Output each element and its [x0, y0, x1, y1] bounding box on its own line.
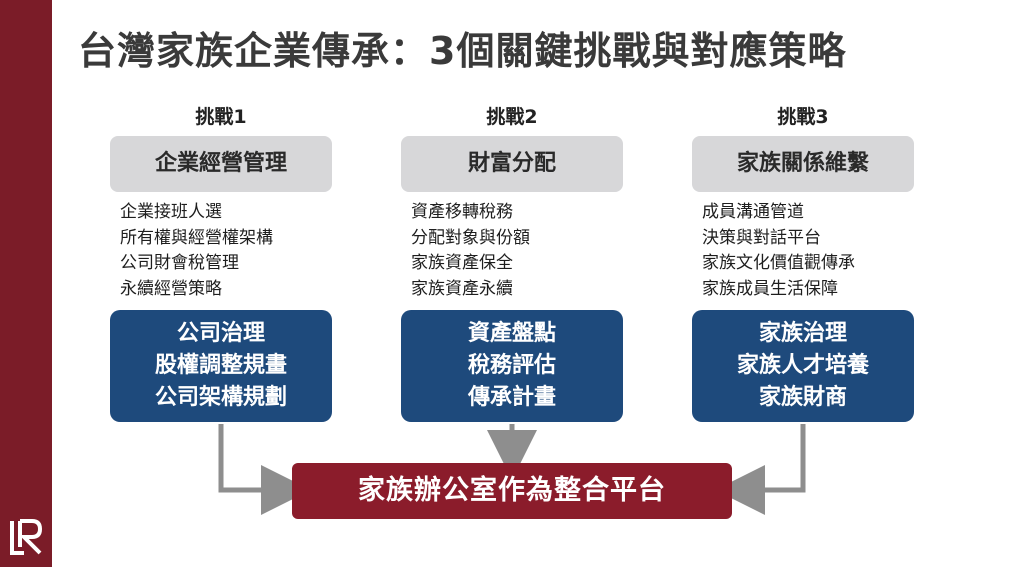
challenge-label: 挑戰3: [777, 106, 829, 128]
category-box: 企業經營管理: [110, 136, 332, 192]
issue-item: 家族資產永續: [411, 278, 513, 299]
issue-item: 家族文化價值觀傳承: [702, 253, 855, 273]
integration-platform-box: 家族辦公室作為整合平台: [292, 463, 732, 519]
issue-item: 家族資產保全: [411, 253, 513, 273]
challenge-column-2: 挑戰2 財富分配 資產移轉稅務 分配對象與份額 家族資產保全 家族資產永續 資產…: [401, 102, 623, 422]
solution-item: 資產盤點: [467, 321, 556, 346]
solution-item: 家族治理: [758, 321, 847, 346]
solution-item: 股權調整規畫: [154, 353, 287, 378]
brand-sidebar: [0, 0, 52, 567]
solution-box: 公司治理 股權調整規畫 公司架構規劃: [110, 310, 332, 422]
solution-item: 公司架構規劃: [154, 385, 287, 410]
issue-item: 資產移轉稅務: [411, 202, 513, 222]
issue-item: 企業接班人選: [120, 202, 222, 222]
issue-item: 家族成員生活保障: [702, 278, 838, 299]
issue-item: 成員溝通管道: [702, 202, 804, 222]
solution-item: 家族人才培養: [736, 353, 869, 378]
challenge-column-3: 挑戰3 家族關係維繫 成員溝通管道 決策與對話平台 家族文化價值觀傳承 家族成員…: [692, 102, 914, 422]
category-box: 財富分配: [401, 136, 623, 192]
solution-item: 稅務評估: [467, 353, 556, 378]
challenge-label: 挑戰2: [486, 106, 538, 128]
issue-list: 成員溝通管道 決策與對話平台 家族文化價值觀傳承 家族成員生活保障: [692, 200, 914, 304]
challenge-column-1: 挑戰1 企業經營管理 企業接班人選 所有權與經營權架構 公司財會稅管理 永續經營…: [110, 102, 332, 422]
solution-item: 公司治理: [176, 321, 265, 346]
issue-item: 永續經營策略: [120, 278, 222, 299]
solution-item: 傳承計畫: [467, 385, 556, 410]
challenge-label: 挑戰1: [195, 106, 247, 128]
arrow-left: [218, 424, 311, 515]
page-title: 台灣家族企業傳承：3個關鍵挑戰與對應策略: [78, 29, 847, 73]
issue-list: 企業接班人選 所有權與經營權架構 公司財會稅管理 永續經營策略: [110, 200, 332, 304]
stylized-LR-logo-icon: [10, 519, 43, 555]
issue-item: 公司財會稅管理: [120, 253, 239, 273]
issue-list: 資產移轉稅務 分配對象與份額 家族資產保全 家族資產永續: [401, 200, 623, 304]
solution-box: 資產盤點 稅務評估 傳承計畫: [401, 310, 623, 422]
issue-item: 所有權與經營權架構: [120, 227, 273, 248]
issue-item: 分配對象與份額: [411, 227, 530, 248]
category-box: 家族關係維繫: [692, 136, 914, 192]
solution-item: 家族財商: [758, 385, 847, 410]
solution-box: 家族治理 家族人才培養 家族財商: [692, 310, 914, 422]
arrow-right: [715, 424, 806, 515]
issue-item: 決策與對話平台: [702, 227, 821, 248]
